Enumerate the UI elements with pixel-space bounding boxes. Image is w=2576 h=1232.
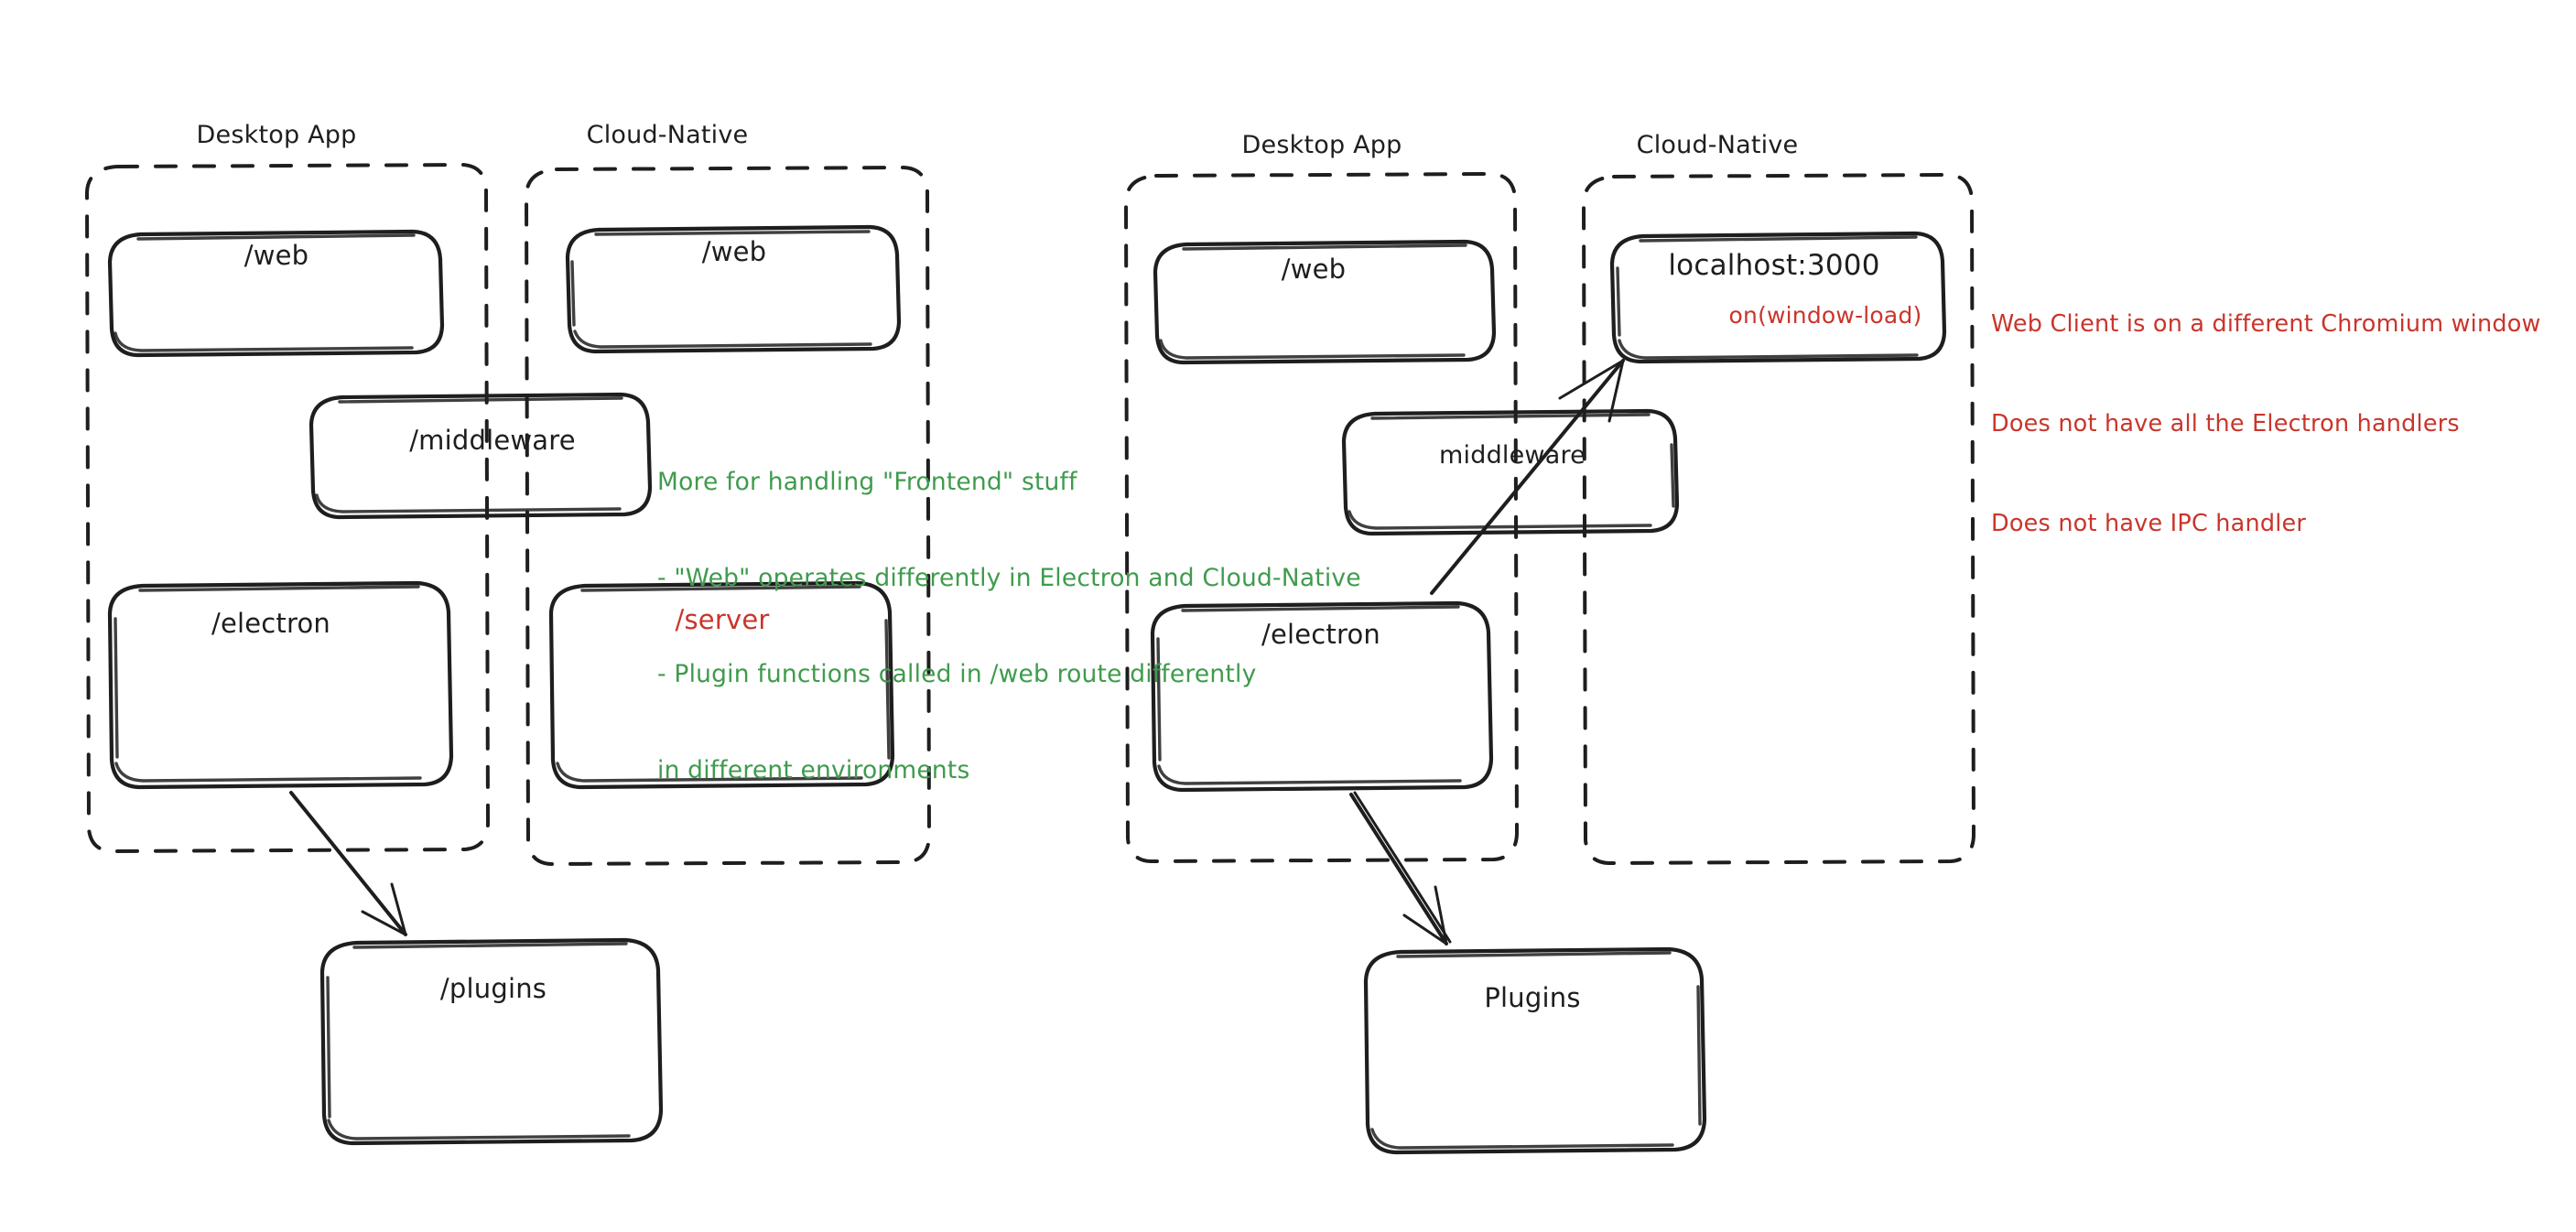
node-outline-right-electron bbox=[1150, 600, 1494, 793]
node-outline-left-electron bbox=[107, 580, 454, 790]
node-outline-left-middleware bbox=[308, 392, 653, 520]
node-outline-left-desktop-web bbox=[107, 229, 445, 358]
node-outline-right-desktop-web bbox=[1153, 239, 1497, 365]
group-outline-left-desktop bbox=[85, 163, 490, 853]
group-outline-right-cloud bbox=[1582, 173, 1975, 865]
edge-right-electron-to-plugins bbox=[1349, 791, 1452, 946]
node-outline-left-plugins bbox=[319, 937, 664, 1146]
node-outline-left-server bbox=[548, 580, 895, 790]
edge-left-electron-to-plugins bbox=[289, 791, 407, 936]
group-outline-left-cloud bbox=[525, 166, 931, 866]
node-outline-right-localhost bbox=[1609, 231, 1947, 364]
edge-right-electron-to-localhost bbox=[1430, 359, 1625, 595]
node-outline-right-middleware bbox=[1341, 408, 1680, 536]
node-outline-right-plugins bbox=[1363, 946, 1707, 1155]
group-outline-right-desktop bbox=[1124, 172, 1519, 863]
node-outline-left-cloud-web bbox=[565, 224, 902, 354]
